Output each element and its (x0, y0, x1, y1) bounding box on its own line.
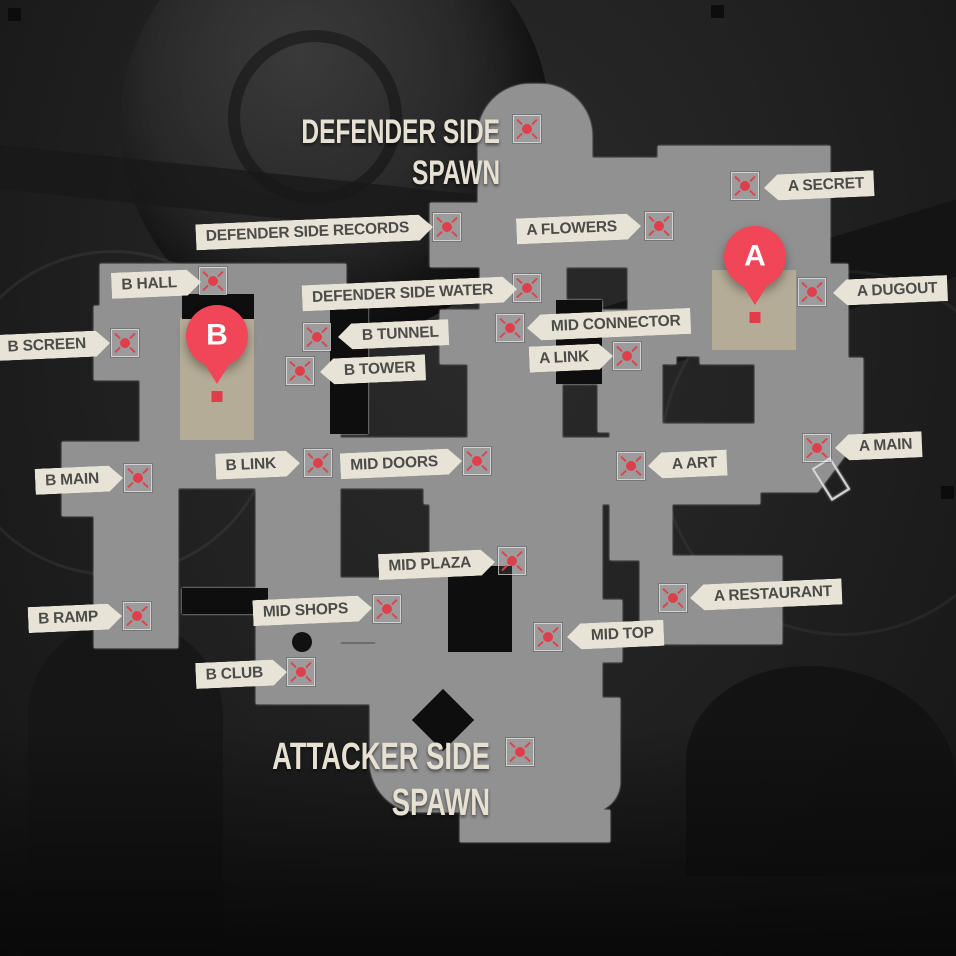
map-region (598, 356, 662, 432)
map-region (340, 438, 432, 488)
map-wall (182, 588, 268, 614)
site-a-zone (712, 270, 796, 350)
map-region (610, 498, 672, 560)
map-region (658, 146, 830, 266)
map-region (430, 203, 664, 267)
map-region (176, 438, 340, 488)
map-wall (330, 302, 368, 434)
map-wall (556, 300, 602, 384)
map-region (140, 378, 178, 446)
map-region (94, 306, 178, 380)
map-prop (292, 632, 312, 652)
map-region (256, 644, 378, 704)
map-wall (448, 566, 512, 652)
site-b-zone (180, 318, 254, 440)
map-region (338, 578, 436, 642)
map-region (610, 424, 760, 504)
map-region (755, 358, 863, 492)
map-region (460, 810, 610, 842)
map-region (370, 698, 620, 812)
map-region (376, 640, 434, 704)
map-region (62, 442, 178, 516)
map-region (640, 556, 782, 644)
a-main-ramp (811, 457, 851, 501)
map-region (478, 84, 592, 220)
map-region (256, 486, 340, 646)
map-region (424, 438, 610, 504)
map-wall (182, 294, 254, 319)
map-region (94, 514, 178, 648)
